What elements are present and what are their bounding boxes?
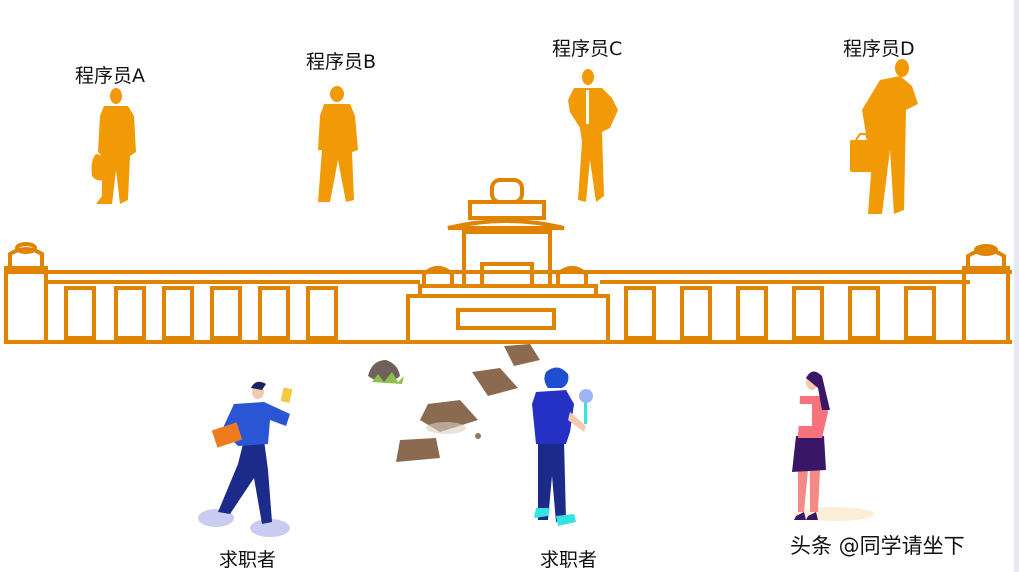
- rock-icon: [368, 360, 404, 384]
- programmer-a-label: 程序员A: [75, 65, 145, 87]
- job-seeker-1-icon: [198, 381, 293, 537]
- right-edge-strip: [1014, 0, 1019, 572]
- watermark-text: 头条 @同学请坐下: [790, 534, 965, 558]
- job-seeker-2-label: 求职者: [540, 549, 598, 571]
- programmer-c-label: 程序员C: [552, 38, 623, 60]
- programmer-a-silhouette-icon: [91, 88, 136, 204]
- programmer-c-silhouette-icon: [568, 69, 618, 202]
- programmer-b-silhouette-icon: [318, 86, 358, 202]
- programmer-d-label: 程序员D: [843, 38, 915, 60]
- job-seeker-1-label: 求职者: [219, 549, 277, 571]
- woman-figure-icon: [792, 371, 874, 521]
- programmer-b-label: 程序员B: [306, 51, 377, 73]
- stepping-stones-icon: [396, 344, 540, 462]
- job-seeker-2-icon: [532, 367, 593, 526]
- programmer-d-silhouette-icon: [850, 59, 918, 214]
- building-outline-icon: [4, 178, 1012, 344]
